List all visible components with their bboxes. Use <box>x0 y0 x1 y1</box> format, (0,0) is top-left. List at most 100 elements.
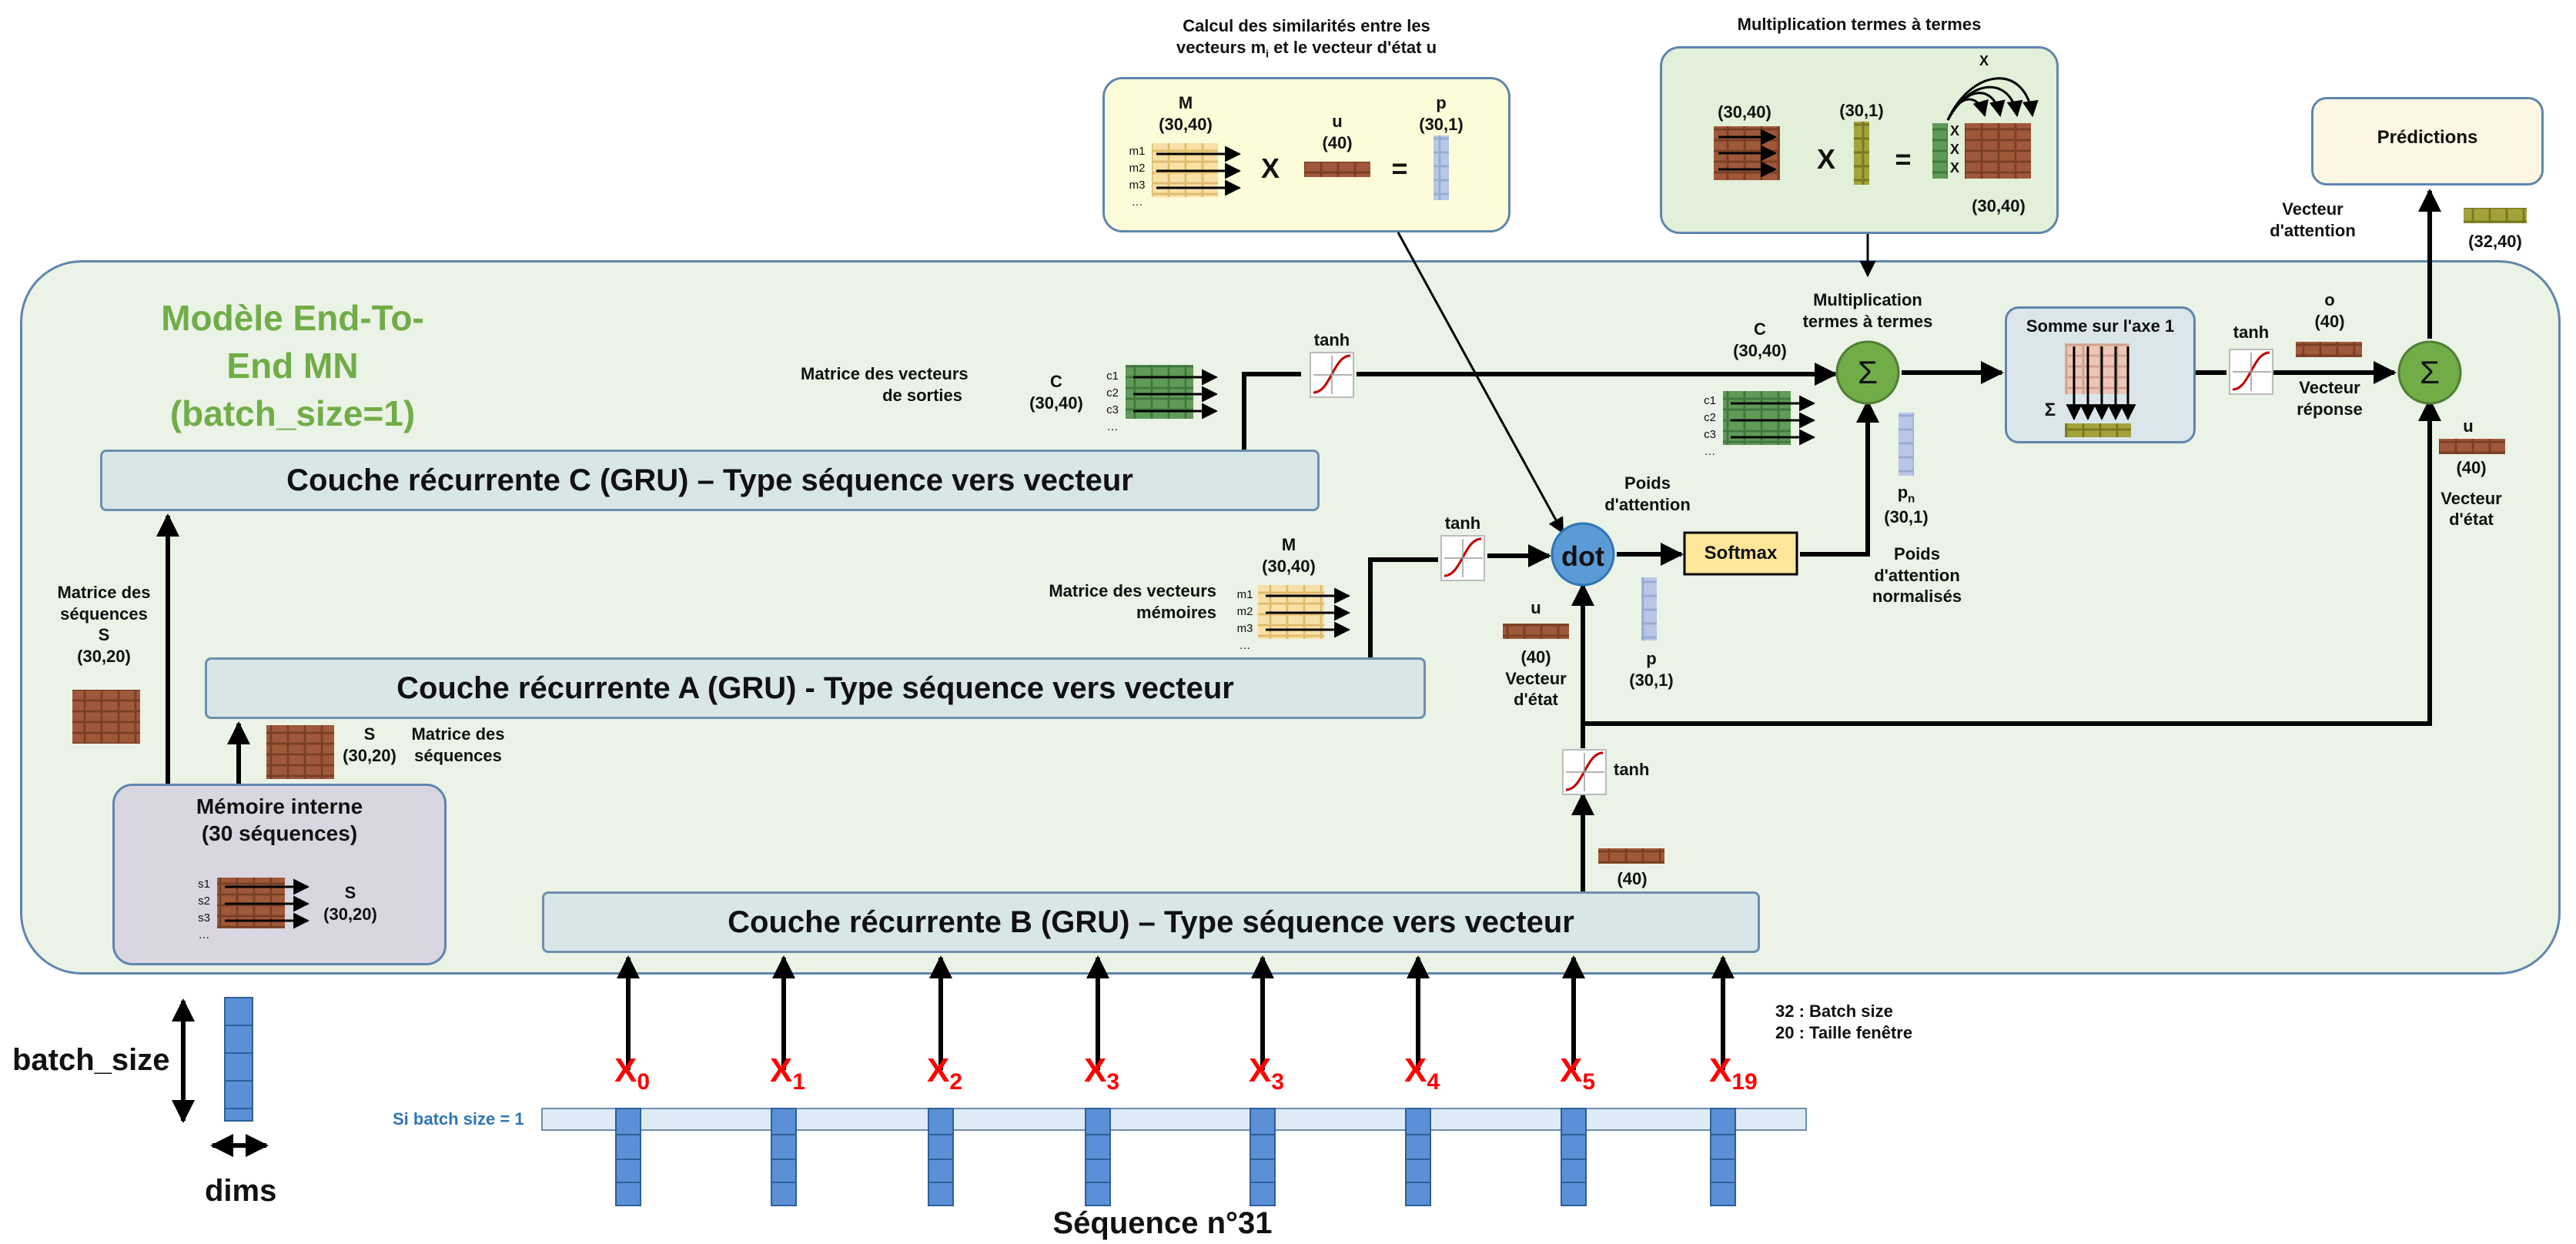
softmax-to-mult-arrow <box>1800 400 1879 557</box>
layer-b-label: Couche récurrente B (GRU) – Type séquenc… <box>728 905 1574 939</box>
memory-title: Mémoire interne (30 séquences) <box>112 793 447 847</box>
model-title: Modèle End-To-End MN (batch_size=1) <box>139 294 447 437</box>
state-right-line1: Vecteur <box>2441 488 2502 508</box>
similarity-p-letter: p <box>1436 93 1447 112</box>
dims-label: dims <box>205 1174 277 1208</box>
memory-s-shape: (30,20) <box>323 904 377 924</box>
memory-title-line2: (30 séquences) <box>201 821 358 845</box>
similarity-m-shape: (30,40) <box>1159 114 1213 134</box>
state-mid-line2: d'état <box>1514 690 1558 709</box>
c-mid-rows: c1 c2 c3 … <box>1698 393 1721 460</box>
c-output-rows: c1 c2 c3 … <box>1101 368 1124 436</box>
u-right-shape: (40) <box>2456 458 2487 477</box>
tanh-label-o: tanh <box>2233 323 2270 342</box>
u-right-labels: (40) Vecteur d'état <box>2425 457 2517 530</box>
layer-a-label: Couche récurrente A (GRU) - Type séquenc… <box>396 670 1234 705</box>
input-x3: X3 <box>1084 1052 1120 1095</box>
a-to-tanh-line <box>1368 557 1438 657</box>
o-shape: (40) <box>2314 311 2345 331</box>
c-mid-letter: C <box>1754 319 1766 339</box>
input-x4: X4 <box>1404 1052 1440 1095</box>
mult-callout-shape-b: (30,1) <box>1839 101 1884 120</box>
mult-line2: termes à termes <box>1802 311 1933 331</box>
batch-column <box>224 997 253 1122</box>
pn-shape: (30,1) <box>1884 507 1929 527</box>
mult-callout-matrix-c <box>1965 123 2031 179</box>
attention-vector-label: Vecteur d'attention <box>2259 199 2367 241</box>
memory-title-line1: Mémoire interne <box>196 794 363 818</box>
c-row-2: c2 <box>1106 386 1119 400</box>
left-s-matrix <box>72 690 140 744</box>
softmax-box <box>1683 531 1798 576</box>
input-x19: X19 <box>1709 1052 1758 1095</box>
predictions-box <box>2311 97 2544 186</box>
m-row-1: m1 <box>1236 588 1253 601</box>
c-row-1: c1 <box>1106 370 1119 383</box>
c-mid-shape: (30,40) <box>1733 340 1787 360</box>
internal-memory-box <box>112 784 447 965</box>
layer-c: Couche récurrente C (GRU) – Type séquenc… <box>100 450 1320 511</box>
left-matrix-shape: (30,20) <box>77 646 131 666</box>
similarity-title-line2: vecteurs mi et le vecteur d'état u <box>1176 37 1437 59</box>
p-vector-callout <box>1434 135 1449 200</box>
similarity-pointer <box>1397 232 1564 534</box>
a-input-desc-line1: Matrice des <box>411 724 505 744</box>
a-input-desc-line2: séquences <box>414 745 502 765</box>
c-mid-row-4: … <box>1704 445 1716 458</box>
mult-callout-shape-a: (30,40) <box>1718 102 1771 122</box>
batch-note-1: 32 : Batch size <box>1775 1002 1893 1021</box>
o-letter: o <box>2324 290 2335 309</box>
predictions-label: Prédictions <box>2377 127 2478 148</box>
input-x1: X1 <box>770 1052 806 1095</box>
u-vector-right <box>2439 439 2505 454</box>
p-mid-label: p (30,1) <box>1617 648 1686 691</box>
normalized-line1: Poids <box>1894 544 1940 563</box>
attention-weights-line2: d'attention <box>1604 494 1691 514</box>
normalized-line2: d'attention <box>1874 565 1960 585</box>
left-matrix-s: S <box>98 625 110 644</box>
sum-axis-box <box>2005 306 2196 443</box>
memory-row-1: s1 <box>198 878 210 891</box>
left-matrix-line1: Matrice des <box>57 583 151 602</box>
c-output-c: C <box>1050 372 1062 391</box>
c-row-3: c3 <box>1106 403 1119 416</box>
state-mid-line1: Vecteur <box>1505 668 1567 688</box>
input-arrows <box>617 955 1735 1070</box>
state-mid-shape: (40) <box>1521 647 1551 667</box>
a-output-m-shape: (30,40) <box>1262 556 1316 576</box>
similarity-title: Calcul des similarités entre les vecteur… <box>1102 15 1510 60</box>
batch-size-label: batch_size <box>12 1043 170 1077</box>
sum-axis-title: Somme sur l'axe 1 <box>2026 316 2175 336</box>
c-mid-label: C (30,40) <box>1721 319 1798 361</box>
c-output-shape: C (30,40) <box>1018 371 1095 413</box>
sum-axis-pink-matrix <box>2065 343 2129 394</box>
dot-label: dot <box>1561 540 1604 572</box>
c-to-tanh-line <box>1242 372 1301 450</box>
c-output-desc-line2: de sorties <box>882 385 962 405</box>
memory-s: S (30,20) <box>316 882 385 925</box>
similarity-p-shape: (30,1) <box>1419 114 1464 134</box>
similarity-u-letter: u <box>1332 112 1343 131</box>
mult-callout-equals: = <box>1895 143 1912 175</box>
small-x-2: X <box>1949 142 1959 157</box>
model-title-line2: (batch_size=1) <box>169 393 416 434</box>
tanh-label-c: tanh <box>1313 330 1350 349</box>
sequence-label: Séquence n°31 <box>1052 1206 1273 1240</box>
memory-rows: s1 s2 s3 … <box>192 876 216 944</box>
batch-note-2: 20 : Taille fenêtre <box>1775 1022 1913 1042</box>
u-vector-callout <box>1304 162 1370 177</box>
sim-row-2: m2 <box>1129 162 1146 175</box>
input-x5: X5 <box>1560 1052 1596 1095</box>
softmax-label: Softmax <box>1704 543 1778 563</box>
similarity-p: p (30,1) <box>1410 92 1472 135</box>
a-output-desc-line2: mémoires <box>1136 602 1216 622</box>
normalized-label: Poids d'attention normalisés <box>1848 543 1986 607</box>
a-input-desc: Matrice des séquences <box>400 724 516 766</box>
layer-a: Couche récurrente A (GRU) - Type séquenc… <box>205 657 1426 719</box>
u-right-letter: u <box>2463 416 2474 436</box>
similarity-equals: = <box>1391 152 1408 184</box>
mult-callout-times: X <box>1816 143 1835 175</box>
final-sum-node <box>2397 340 2462 405</box>
